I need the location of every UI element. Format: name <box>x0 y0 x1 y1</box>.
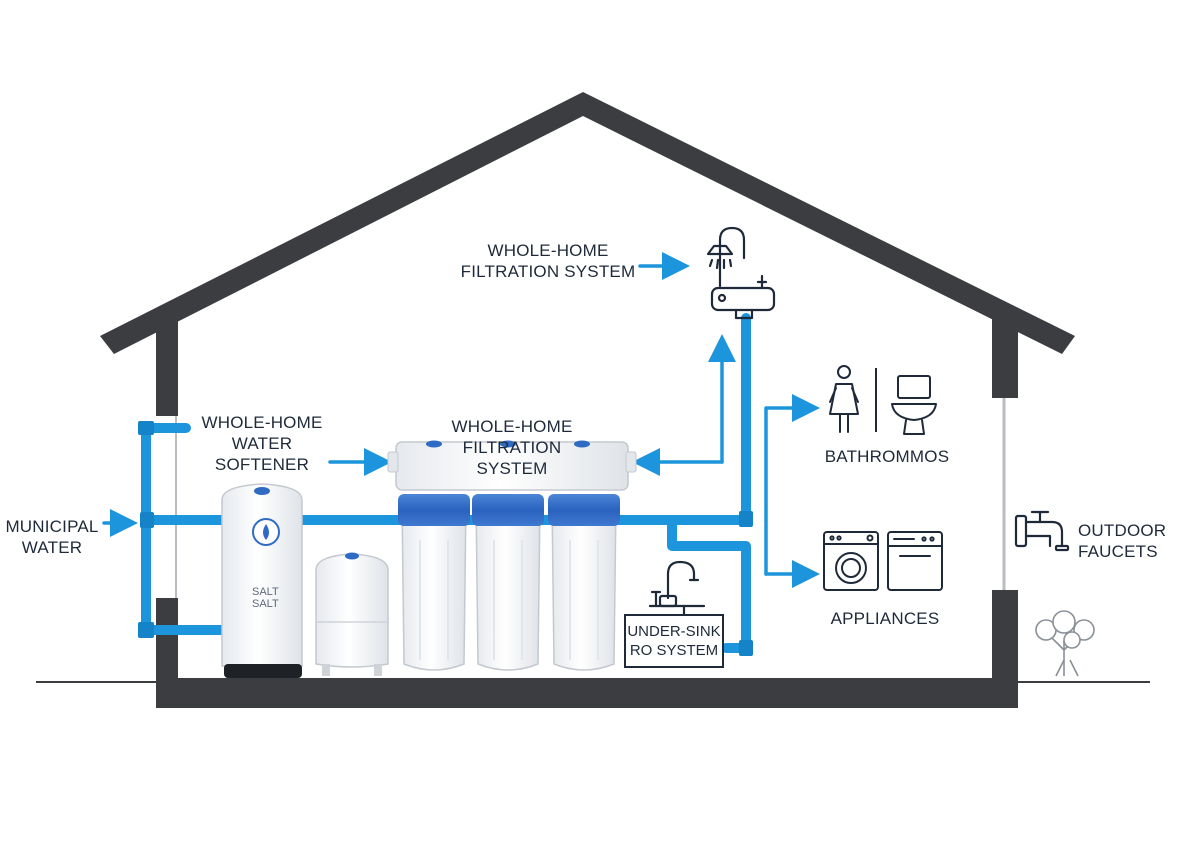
softener-label-line1: WHOLE-HOME <box>201 413 323 432</box>
filter-canister-2 <box>472 494 544 671</box>
outdoor-faucets-label: OUTDOOR FAUCETS <box>1078 520 1174 562</box>
outdoor-label-line2: FAUCETS <box>1078 542 1158 561</box>
water-softener-label: WHOLE-HOME WATER SOFTENER <box>196 412 328 475</box>
flow-arrows <box>102 252 820 588</box>
washing-machine-icon <box>823 531 879 591</box>
outdoor-label-line1: OUTDOOR <box>1078 521 1167 540</box>
left-wall-upper <box>156 318 178 416</box>
brine-tank <box>315 552 389 676</box>
ro-system-label-box: UNDER-SINK RO SYSTEM <box>624 614 724 668</box>
pipe-inlet-loop <box>141 423 227 635</box>
water-softener-tank <box>221 483 303 678</box>
filtration-top-line2: FILTRATION SYSTEM <box>460 262 636 281</box>
filtration-top-label: WHOLE-HOME FILTRATION SYSTEM <box>456 240 640 282</box>
dishwasher-icon <box>887 531 943 591</box>
pipe-joints <box>138 421 753 656</box>
toilet-icon <box>891 375 937 435</box>
filtration-center-line1: WHOLE-HOME <box>451 417 573 436</box>
municipal-label-line2: WATER <box>21 538 83 557</box>
filter-canister-1 <box>398 494 470 671</box>
right-wall-upper <box>992 318 1018 398</box>
house-outline <box>36 92 1150 708</box>
municipal-label-line1: MUNICIPAL <box>5 517 99 536</box>
floor-slab <box>156 678 1018 708</box>
kitchen-faucet-icon <box>648 560 706 616</box>
ro-label-line1: UNDER-SINK <box>627 623 721 640</box>
filtration-center-label: WHOLE-HOME FILTRATION SYSTEM <box>444 416 580 479</box>
appliances-label: APPLIANCES <box>820 608 950 629</box>
softener-label-line3: SOFTENER <box>214 455 310 474</box>
softener-salt-label: SALT SALT <box>252 586 279 610</box>
shower-faucet-icon <box>706 226 776 320</box>
outdoor-spigot-icon <box>1014 510 1070 552</box>
salt-line2: SALT <box>252 598 279 610</box>
salt-line1: SALT <box>252 586 279 598</box>
filtration-housings <box>387 440 637 671</box>
appliances-label-text: APPLIANCES <box>830 609 940 628</box>
bathrooms-label-text: BATHROMMOS <box>824 447 950 466</box>
municipal-water-label: MUNICIPAL WATER <box>4 516 100 558</box>
tree-icon <box>1035 610 1095 677</box>
bathrooms-label: BATHROMMOS <box>818 446 956 467</box>
softener-label-line2: WATER <box>231 434 293 453</box>
filter-canister-3 <box>548 494 620 671</box>
filtration-top-line1: WHOLE-HOME <box>487 241 609 260</box>
woman-icon <box>829 365 859 433</box>
filtration-center-line3: SYSTEM <box>476 459 548 478</box>
roof <box>100 92 1075 354</box>
ro-label-line2: RO SYSTEM <box>629 642 719 659</box>
filtration-center-line2: FILTRATION <box>462 438 562 457</box>
arrow-to-bathrooms <box>764 394 820 576</box>
